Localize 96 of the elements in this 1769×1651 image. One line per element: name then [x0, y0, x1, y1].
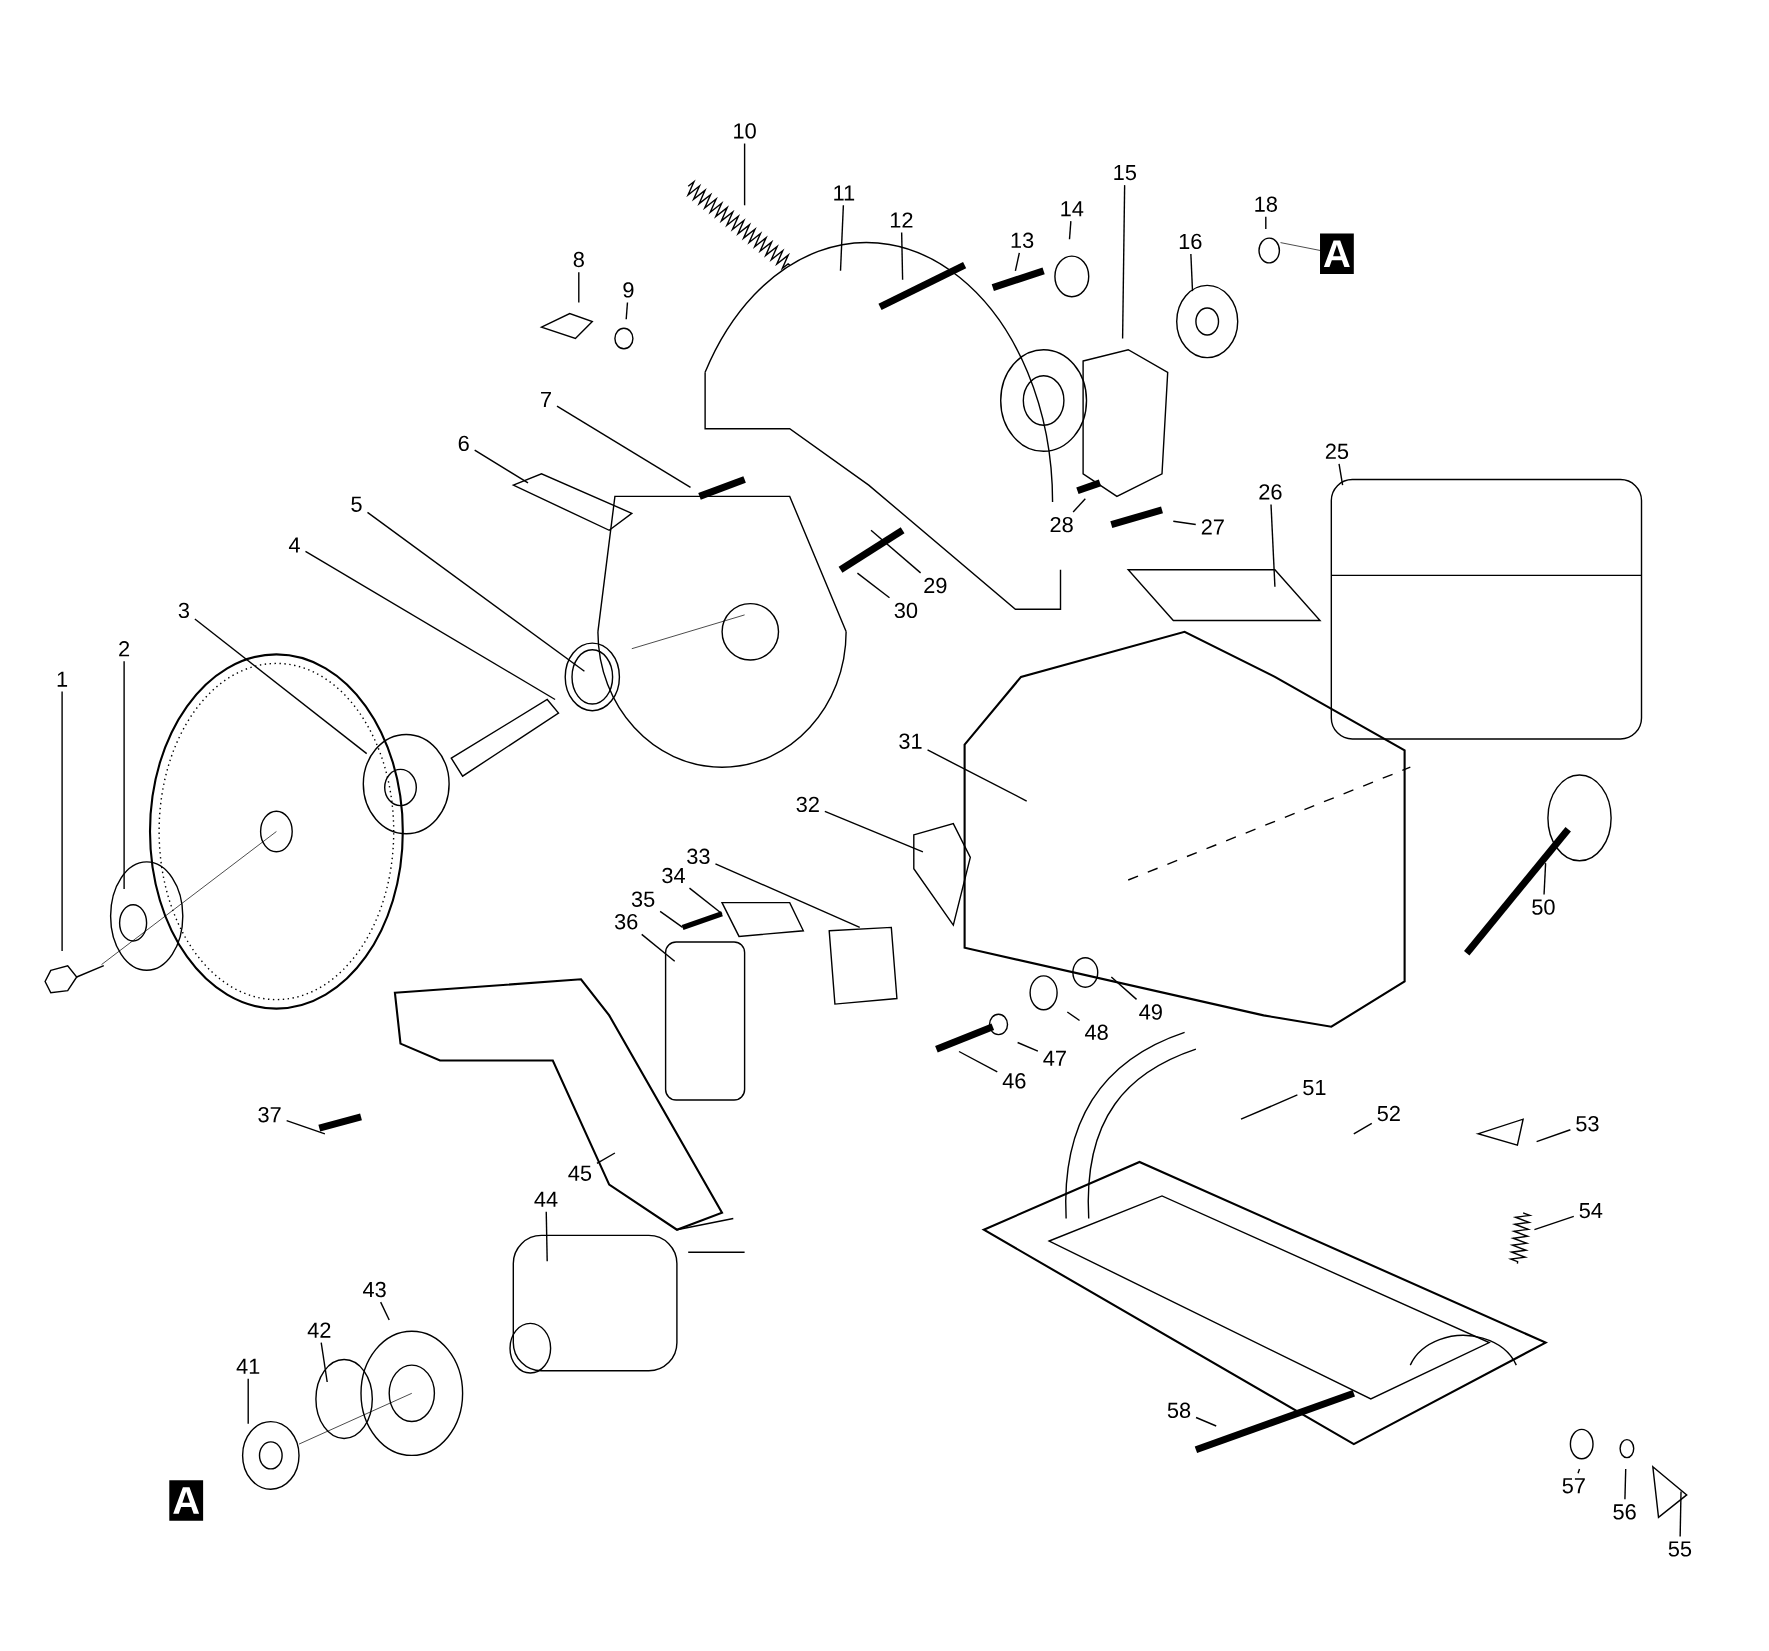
leader-line: [839, 204, 845, 272]
leader-line: [743, 142, 746, 206]
callout-number: 44: [534, 1191, 558, 1207]
leader-line: [1533, 1215, 1575, 1231]
callout-number: 50: [1532, 899, 1555, 915]
callout-number: 9: [623, 282, 634, 298]
callout-number: 7: [541, 391, 551, 407]
callout-number: 3: [178, 602, 189, 619]
leader-line: [1535, 1129, 1572, 1143]
leader-line: [578, 271, 580, 304]
callout-number: 56: [1613, 1504, 1636, 1520]
leader-line: [1121, 184, 1126, 340]
leader-line: [320, 1341, 328, 1383]
callout-number: 32: [796, 796, 819, 813]
callout-number: 35: [631, 891, 655, 907]
leader-line: [1577, 1468, 1581, 1474]
leader-line: [473, 449, 529, 484]
callout-number: 58: [1167, 1402, 1191, 1418]
leader-line: [958, 1050, 998, 1073]
callout-number: 45: [568, 1165, 592, 1181]
callout-number: 46: [1002, 1073, 1026, 1089]
callout-number: 30: [894, 602, 918, 619]
leader-line: [1353, 1122, 1373, 1135]
leader-line: [123, 660, 125, 890]
leader-line: [1072, 498, 1086, 513]
callout-number: 53: [1576, 1116, 1599, 1132]
leader-line: [1543, 862, 1547, 896]
callout-number: 37: [258, 1107, 281, 1123]
leader-line: [545, 1211, 548, 1262]
leader-line: [1110, 976, 1138, 1001]
callout-number: 18: [1255, 196, 1277, 212]
leader-line: [285, 1119, 326, 1135]
leader-line: [1014, 252, 1021, 272]
callout-number: 49: [1139, 1004, 1162, 1020]
leader-line: [856, 572, 891, 599]
leader-line: [625, 301, 629, 320]
callout-number: 29: [924, 577, 947, 594]
leader-line: [870, 529, 922, 574]
leader-line: [61, 690, 63, 952]
callout-number: 27: [1201, 519, 1224, 535]
callout-number: 47: [1043, 1050, 1066, 1066]
leader-line: [714, 863, 861, 929]
callout-number: 33: [687, 848, 710, 864]
callout-number: 36: [614, 914, 638, 930]
callout-number: 8: [573, 251, 584, 268]
leader-line: [659, 910, 684, 929]
leader-line: [1016, 1041, 1039, 1052]
leader-line: [1066, 1011, 1081, 1022]
callout-number: 54: [1579, 1203, 1603, 1219]
leader-line: [641, 933, 676, 962]
leader-line: [1270, 503, 1276, 588]
callout-number: 15: [1114, 165, 1136, 181]
callout-number: 57: [1562, 1478, 1585, 1494]
callout-number: 31: [899, 733, 922, 749]
leader-line: [596, 1152, 616, 1165]
callout-number: 52: [1377, 1105, 1400, 1122]
callout-number: 28: [1050, 516, 1073, 533]
leader-line: [1338, 463, 1344, 486]
callout-number: 14: [1061, 201, 1084, 217]
callout-number: 4: [288, 537, 300, 553]
callout-number: 11: [834, 185, 855, 201]
leader-line: [556, 405, 692, 489]
leader-line: [688, 887, 723, 915]
callout-number: 51: [1303, 1080, 1326, 1096]
leader-line: [1068, 220, 1072, 240]
leader-line: [379, 1301, 390, 1321]
leader-line: [824, 810, 924, 853]
leader-line: [194, 618, 368, 755]
leader-line: [247, 1378, 249, 1425]
callout-number: 48: [1085, 1024, 1108, 1040]
leader-line: [366, 511, 586, 672]
callout-number: 26: [1259, 484, 1282, 500]
leader-line: [1265, 216, 1267, 230]
leader-line: [1624, 1468, 1627, 1500]
leader-line: [1195, 1416, 1217, 1427]
callout-number: 1: [57, 671, 68, 687]
callout-number: 42: [307, 1322, 331, 1338]
leader-line: [926, 749, 1028, 802]
leader-line: [1240, 1094, 1299, 1120]
callout-number: 55: [1668, 1541, 1692, 1557]
leader-line: [1172, 520, 1197, 526]
callout-number: 5: [351, 496, 362, 512]
callout-number: 25: [1325, 443, 1349, 459]
callout-number: 34: [662, 867, 685, 884]
callout-number: 6: [458, 435, 469, 452]
callout-number: 2: [119, 641, 130, 657]
callout-number: 12: [890, 212, 913, 228]
callout-number: 13: [1011, 232, 1034, 248]
callout-number: 10: [734, 123, 756, 139]
leader-line: [900, 231, 904, 281]
leader-line: [1190, 253, 1194, 292]
leader-line: [304, 550, 556, 701]
callout-number: 43: [363, 1281, 386, 1298]
leader-line: [1679, 1490, 1682, 1538]
callout-number: 16: [1179, 233, 1202, 250]
callout-number: 41: [236, 1358, 260, 1374]
